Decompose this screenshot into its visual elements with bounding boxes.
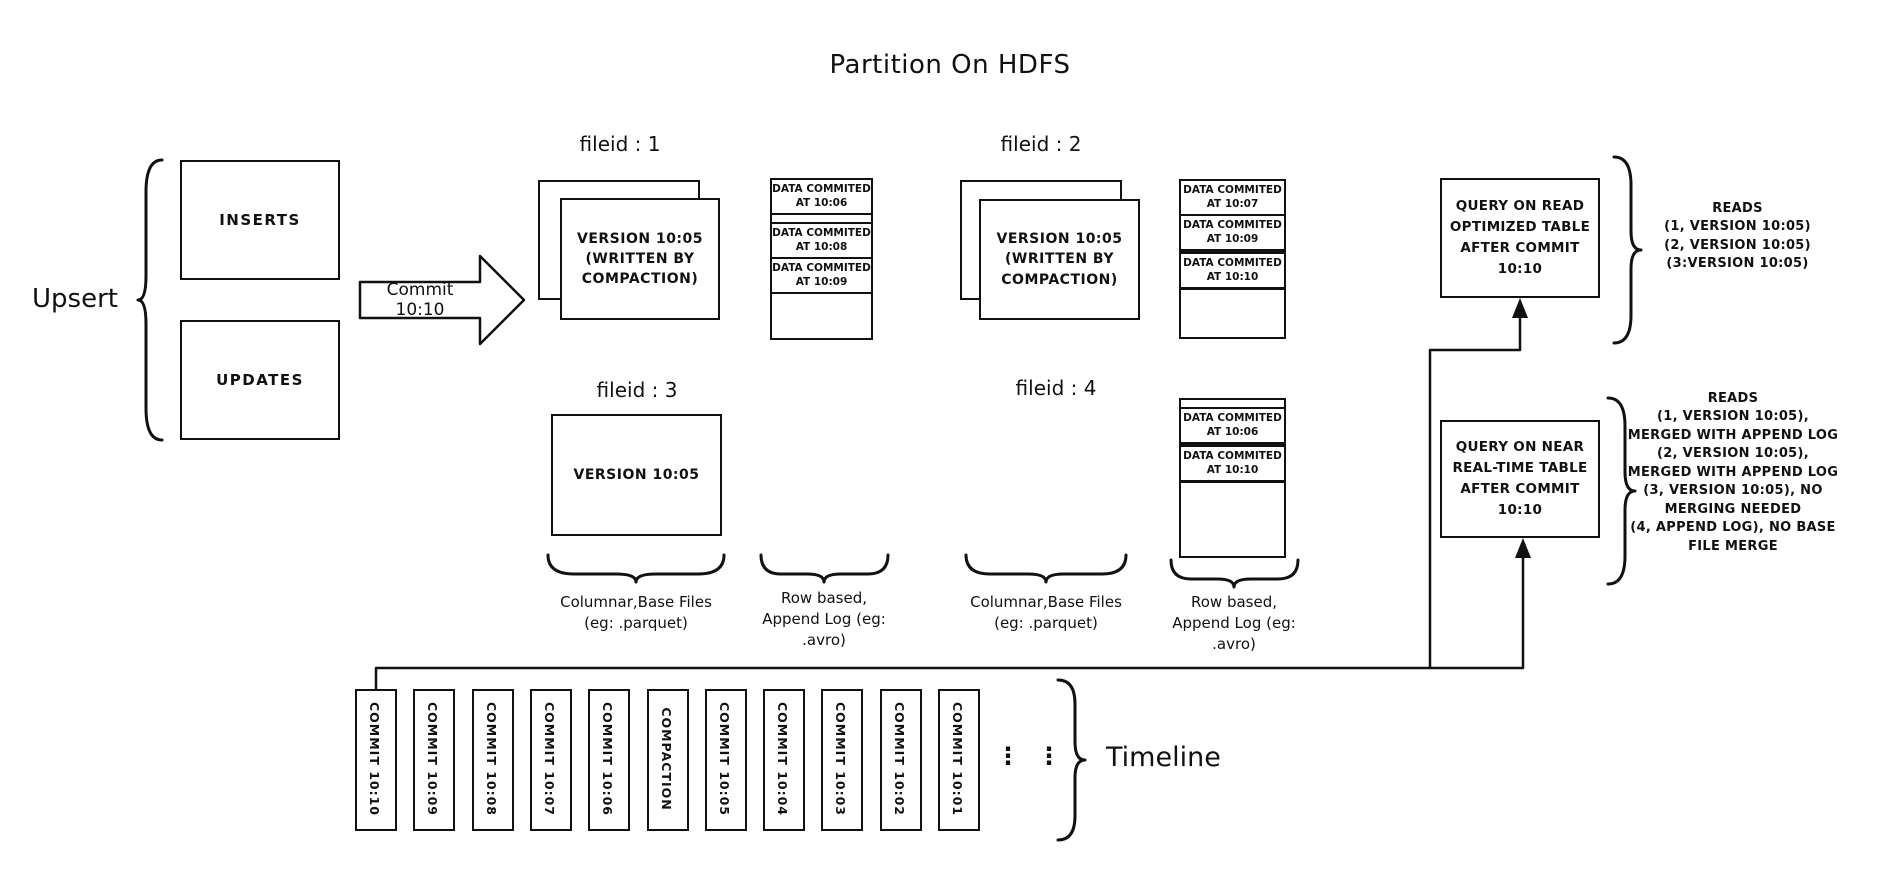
row-based-append-log-label-2: Row based, Append Log (eg: .avro) xyxy=(1172,593,1296,653)
timeline-entry-label: COMMIT 10:01 xyxy=(950,702,966,816)
reads-1-brace-icon xyxy=(1612,155,1643,345)
query-read-optimized-box: QUERY ON READ OPTIMIZED TABLE AFTER COMM… xyxy=(1440,178,1600,298)
timeline-entry-label: COMMIT 10:08 xyxy=(484,702,500,816)
timeline-entry-label: COMMIT 10:10 xyxy=(367,702,383,816)
timeline-entry-label: COMMIT 10:02 xyxy=(892,702,908,816)
fileid-4-append-log-table: DATA COMMITED AT 10:06 DATA COMMITED AT … xyxy=(1179,398,1286,558)
ellipsis-icon: ⋮ xyxy=(996,742,1020,770)
timeline-commit-box: COMMIT 10:02 xyxy=(880,689,922,831)
timeline-brace-icon xyxy=(1056,678,1087,842)
fileid-1-append-log-table: DATA COMMITED AT 10:06 DATA COMMITED AT … xyxy=(770,178,873,340)
arrowhead-read-optimized xyxy=(1512,298,1528,318)
log-row: DATA COMMITED AT 10:07 xyxy=(1181,181,1284,216)
log-row: DATA COMMITED AT 10:08 xyxy=(772,224,871,259)
timeline-commit-box: COMMIT 10:01 xyxy=(938,689,980,831)
columnar-1-underbrace-icon xyxy=(546,553,726,584)
reads-near-realtime-text: READS (1, VERSION 10:05), MERGED WITH AP… xyxy=(1627,391,1839,554)
timeline-entry-label: COMMIT 10:05 xyxy=(717,702,733,816)
timeline-commit-box: COMMIT 10:06 xyxy=(588,689,630,831)
fileid-3-basefile-box: VERSION 10:05 xyxy=(551,414,722,536)
timeline-entry-label: COMPACTION xyxy=(659,707,675,811)
timeline-commit-box: COMMIT 10:04 xyxy=(763,689,805,831)
timeline-commit-box: COMMIT 10:08 xyxy=(472,689,514,831)
log-row: DATA COMMITED AT 10:06 xyxy=(772,180,871,215)
timeline-entry-label: COMMIT 10:03 xyxy=(833,702,849,816)
rowbased-1-underbrace-icon xyxy=(759,553,890,584)
reads-read-optimized-text: READS (1, VERSION 10:05) (2, VERSION 10:… xyxy=(1664,201,1811,272)
row-based-append-log-label-1: Row based, Append Log (eg: .avro) xyxy=(762,589,886,649)
timeline-entry-label: COMMIT 10:07 xyxy=(542,702,558,816)
ellipsis-icon: ⋮ xyxy=(1037,742,1061,770)
fileid-3-label: fileid : 3 xyxy=(596,378,678,402)
log-row-latest-commit: DATA COMMITED AT 10:10 xyxy=(1181,444,1284,483)
diagram-title: Partition On HDFS xyxy=(829,50,1071,80)
timeline-commit-box: COMMIT 10:03 xyxy=(821,689,863,831)
upsert-label: Upsert xyxy=(32,284,118,314)
timeline-label: Timeline xyxy=(1106,742,1221,773)
log-row: DATA COMMITED AT 10:06 xyxy=(1181,409,1284,444)
timeline-entry-label: COMMIT 10:09 xyxy=(425,702,441,816)
timeline-commit-box: COMMIT 10:10 xyxy=(355,689,397,831)
timeline-commit-box: COMMIT 10:09 xyxy=(413,689,455,831)
fileid-2-append-log-table: DATA COMMITED AT 10:07 DATA COMMITED AT … xyxy=(1179,179,1286,339)
rowbased-2-underbrace-icon xyxy=(1169,558,1300,589)
columnar-2-underbrace-icon xyxy=(964,553,1128,584)
upsert-brace-icon xyxy=(136,158,164,442)
fileid-2-label: fileid : 2 xyxy=(1000,132,1082,156)
log-row-latest-commit: DATA COMMITED AT 10:10 xyxy=(1181,251,1284,290)
timeline-commit-box: COMMIT 10:07 xyxy=(530,689,572,831)
columnar-base-files-label-2: Columnar,Base Files (eg: .parquet) xyxy=(970,593,1122,632)
arrowhead-near-realtime xyxy=(1515,538,1531,558)
updates-box: UPDATES xyxy=(180,320,340,440)
timeline-commit-box: COMMIT 10:05 xyxy=(705,689,747,831)
commit-arrow-label: Commit 10:10 xyxy=(386,280,454,320)
fileid-2-basefile-box: VERSION 10:05 (WRITTEN BY COMPACTION) xyxy=(979,199,1140,320)
fileid-1-basefile-box: VERSION 10:05 (WRITTEN BY COMPACTION) xyxy=(560,198,720,320)
log-row: DATA COMMITED AT 10:09 xyxy=(1181,216,1284,251)
fileid-1-label: fileid : 1 xyxy=(579,132,661,156)
log-row-empty-sliver xyxy=(1181,400,1284,409)
log-row: DATA COMMITED AT 10:09 xyxy=(772,259,871,294)
log-row-empty-sliver xyxy=(772,215,871,224)
fileid-4-label: fileid : 4 xyxy=(1015,376,1097,400)
timeline-entry-label: COMMIT 10:06 xyxy=(600,702,616,816)
columnar-base-files-label-1: Columnar,Base Files (eg: .parquet) xyxy=(560,593,712,632)
timeline-compaction-box: COMPACTION xyxy=(647,689,689,831)
timeline-entry-label: COMMIT 10:04 xyxy=(775,702,791,816)
query-near-realtime-box: QUERY ON NEAR REAL-TIME TABLE AFTER COMM… xyxy=(1440,420,1600,538)
inserts-box: INSERTS xyxy=(180,160,340,280)
